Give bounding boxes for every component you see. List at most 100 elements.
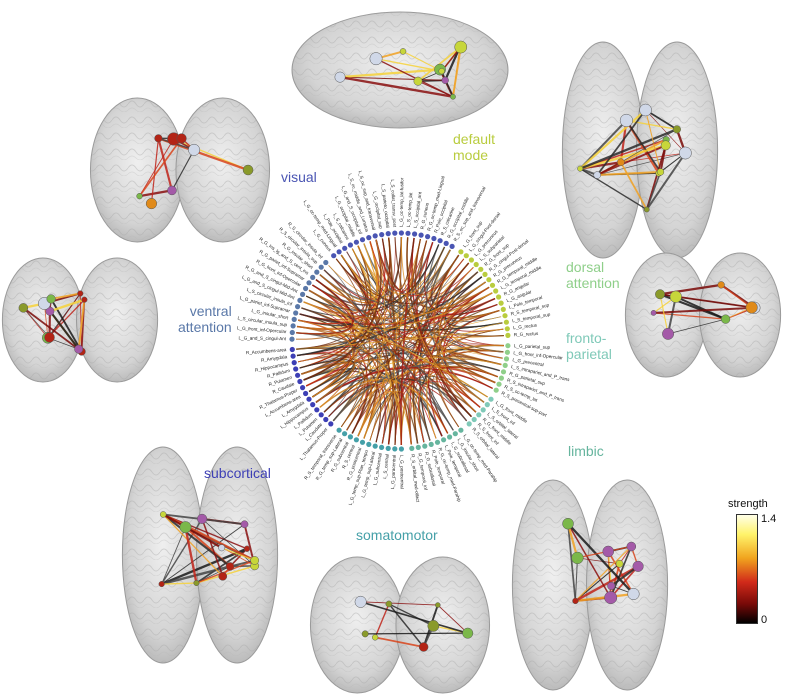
region-label: L_S_circular_insula_sup bbox=[237, 315, 288, 327]
region-node bbox=[225, 562, 235, 571]
connection-edge bbox=[50, 298, 83, 353]
gyri-texture bbox=[2, 258, 84, 382]
region-node bbox=[627, 587, 640, 601]
chord-link bbox=[430, 246, 498, 378]
chord-node bbox=[500, 369, 507, 375]
chord-node bbox=[392, 230, 398, 236]
connection-edge bbox=[667, 318, 726, 335]
connection-edge bbox=[360, 601, 468, 634]
brain-limbic bbox=[511, 479, 669, 691]
chord-node bbox=[291, 360, 297, 366]
connection-edge bbox=[161, 582, 197, 585]
chord-link bbox=[357, 239, 386, 437]
region-label: L_S_central bbox=[382, 454, 390, 479]
chord-node bbox=[379, 444, 385, 450]
chord-link bbox=[296, 246, 445, 356]
chord-link bbox=[407, 391, 431, 445]
region-label: L_G_rectus bbox=[513, 323, 538, 331]
region-node bbox=[176, 133, 187, 144]
region-node bbox=[438, 68, 445, 75]
chord-node bbox=[405, 230, 411, 236]
chord-node bbox=[310, 274, 316, 280]
chord-node bbox=[409, 445, 415, 451]
region-node bbox=[639, 103, 652, 117]
region-node bbox=[218, 571, 228, 581]
region-node bbox=[435, 602, 441, 608]
chord-node bbox=[293, 310, 299, 316]
chord-link bbox=[296, 347, 500, 371]
connection-edge bbox=[201, 518, 224, 577]
chord-link bbox=[299, 298, 496, 369]
chord-link bbox=[303, 301, 488, 398]
chord-link bbox=[415, 238, 467, 422]
chord-node bbox=[353, 437, 359, 443]
chord-node bbox=[310, 402, 316, 408]
connection-edge bbox=[161, 523, 245, 585]
colorbar-max-label: 1.4 bbox=[761, 513, 777, 525]
chord-node bbox=[291, 316, 297, 322]
region-node bbox=[672, 125, 681, 134]
chord-link bbox=[346, 254, 460, 431]
chord-node bbox=[488, 396, 494, 402]
gyri-texture bbox=[512, 480, 594, 690]
chord-node bbox=[458, 249, 464, 255]
brain-default-mode bbox=[291, 11, 509, 129]
chord-node bbox=[398, 446, 404, 452]
connection-edge bbox=[645, 109, 662, 173]
chord-node bbox=[428, 441, 434, 447]
region-node bbox=[615, 559, 624, 568]
chord-node bbox=[489, 282, 496, 288]
connection-edge bbox=[451, 46, 462, 97]
chord-node bbox=[336, 427, 342, 433]
region-node bbox=[77, 290, 84, 297]
connection-edge bbox=[388, 603, 434, 627]
chord-node bbox=[502, 362, 508, 368]
connection-edge bbox=[653, 306, 755, 314]
chord-node bbox=[505, 343, 511, 349]
gyri-texture bbox=[586, 480, 668, 690]
chord-node bbox=[398, 230, 404, 236]
chord-node bbox=[505, 332, 511, 338]
chord-link bbox=[296, 284, 354, 335]
connection-edge bbox=[50, 292, 81, 300]
region-node bbox=[242, 164, 254, 176]
connection-edge bbox=[221, 547, 255, 562]
label-subcortical: subcortical bbox=[204, 465, 271, 481]
region-label: L_S_parieto_occipital bbox=[381, 184, 391, 228]
region-node bbox=[720, 314, 731, 324]
chord-node bbox=[418, 232, 424, 238]
region-label: L_S_oc-temp_lat bbox=[406, 192, 414, 228]
chord-link bbox=[308, 289, 454, 431]
connection-edge bbox=[596, 144, 667, 176]
region-node bbox=[372, 634, 379, 641]
chord-link bbox=[375, 239, 425, 443]
chord-node bbox=[473, 261, 479, 268]
connection-edge bbox=[579, 128, 678, 170]
region-node bbox=[145, 198, 158, 210]
chord-link bbox=[417, 380, 481, 443]
chord-node bbox=[342, 431, 348, 437]
region-node bbox=[45, 306, 55, 316]
label-fronto-parietal: fronto- parietal bbox=[566, 330, 612, 362]
chord-link bbox=[306, 295, 357, 408]
chord-link bbox=[301, 310, 500, 375]
region-node bbox=[74, 344, 84, 354]
region-node bbox=[136, 193, 143, 200]
label-limbic: limbic bbox=[568, 443, 604, 459]
chord-link bbox=[433, 254, 481, 408]
region-node bbox=[240, 520, 249, 529]
connection-edge bbox=[162, 513, 231, 568]
region-node bbox=[167, 185, 177, 196]
chord-node bbox=[336, 249, 342, 255]
chord-node bbox=[290, 353, 296, 359]
chord-node bbox=[463, 253, 469, 259]
chord-node bbox=[500, 306, 506, 312]
region-label: L_G_oc-temp_lat-fusifor bbox=[399, 177, 405, 227]
chord-link bbox=[451, 347, 504, 359]
chord-diagram: L_G_cuneusL_G_oc-temp_med-LingualL_Pole_… bbox=[237, 170, 571, 506]
chord-node bbox=[437, 238, 443, 244]
connection-edge bbox=[184, 526, 198, 584]
connection-edge bbox=[620, 129, 678, 163]
region-label: R_G_temporal_inf bbox=[417, 453, 428, 491]
chord-node bbox=[379, 232, 385, 238]
